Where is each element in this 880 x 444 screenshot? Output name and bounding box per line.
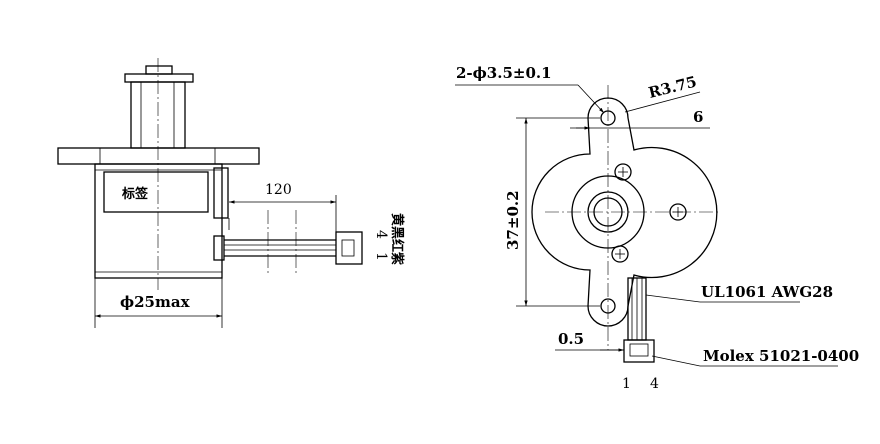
- shaft-boss: [587, 191, 629, 233]
- shaft-cap: [124, 73, 194, 83]
- gear-housing: [571, 175, 645, 249]
- connector-spec: Molex 51021-0400: [703, 347, 859, 365]
- label-text: 标签: [121, 186, 149, 202]
- shaft-tip: [145, 65, 173, 75]
- front-connector: [623, 339, 655, 363]
- hole-distance-dim: 37±0.2: [504, 190, 522, 250]
- gap-dim: 0.5: [558, 330, 584, 348]
- screw-right: [669, 203, 687, 221]
- mounting-hole-top: [600, 110, 616, 126]
- diameter-dim: ϕ25max: [120, 293, 191, 311]
- motor-can: [94, 163, 223, 279]
- side-pin-first: 1: [373, 252, 389, 261]
- side-pin-last: 4: [373, 230, 389, 239]
- hole-spec: 2-ϕ3.5±0.1: [456, 64, 552, 82]
- lead-length-dim: 120: [265, 182, 292, 198]
- mounting-plate: [531, 97, 718, 327]
- flange-offset-dim: 6: [693, 108, 703, 126]
- terminal-block: [213, 167, 229, 219]
- front-view: 2-ϕ3.5±0.1 R3.75 6 37±0.2 UL1061 AWG28 0…: [455, 64, 859, 392]
- label-patch: [103, 171, 209, 213]
- screw-top: [614, 163, 632, 181]
- front-pin-last: 4: [650, 376, 659, 392]
- mounting-flange: [57, 147, 260, 165]
- wire-colors: 黄黑红紫: [389, 213, 405, 265]
- mounting-hole-bottom: [600, 298, 616, 314]
- shaft-hole: [593, 197, 623, 227]
- wire-spec: UL1061 AWG28: [701, 283, 833, 301]
- screw-bottom: [611, 245, 629, 263]
- side-connector: [335, 231, 363, 265]
- front-pin-first: 1: [622, 376, 631, 392]
- side-view: 标签 120 1 4 黄黑红紫 ϕ25max: [57, 58, 405, 328]
- lead-exit: [213, 235, 225, 261]
- radius-dim: R3.75: [647, 73, 699, 102]
